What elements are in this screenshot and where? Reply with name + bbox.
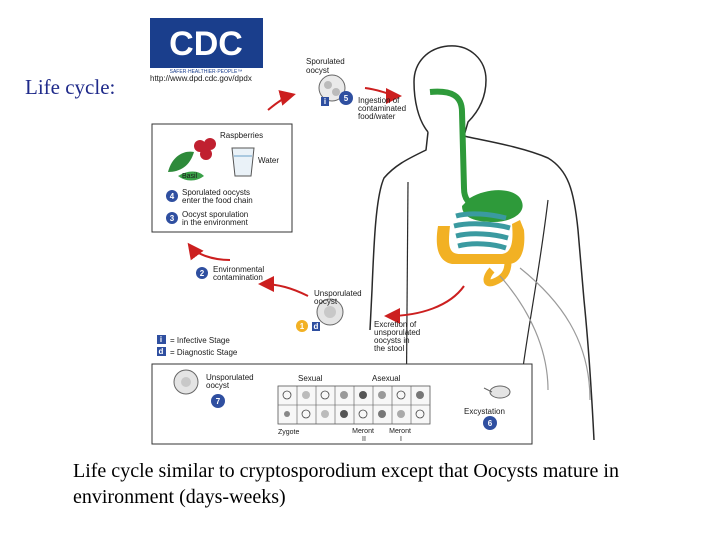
step-6-badge: 6 xyxy=(483,416,497,430)
slide-caption: Life cycle similar to cryptosporodium ex… xyxy=(73,460,619,508)
logo-text: CDC xyxy=(169,25,243,63)
step-2-badge: 2 xyxy=(196,267,208,279)
step-5-badge: i 5 xyxy=(321,91,353,106)
step-1-badge: 1 d xyxy=(296,320,320,332)
svg-text:2: 2 xyxy=(200,269,205,278)
step-3-badge: 3 xyxy=(166,212,178,224)
raspberries-label: Raspberries xyxy=(220,131,263,140)
step-4-badge: 4 xyxy=(166,190,178,202)
ingestion-label: Ingestion of contaminated food/water xyxy=(358,96,408,121)
asexual-label: Asexual xyxy=(372,374,401,383)
logo-url: http://www.dpd.cdc.gov/dpdx xyxy=(150,74,252,83)
basil-label: Basil xyxy=(182,173,198,180)
excretion-label: Excretion of unsporulated oocysts in the… xyxy=(374,320,423,353)
zygote-label: Zygote xyxy=(278,429,300,436)
basil-icon xyxy=(168,151,204,181)
env-contamination-label: Environmental contamination xyxy=(213,265,266,282)
svg-text:6: 6 xyxy=(488,419,493,428)
slide-title: Life cycle: xyxy=(25,75,116,99)
svg-text:= Diagnostic Stage: = Diagnostic Stage xyxy=(170,348,238,357)
excystation-icon xyxy=(483,385,511,399)
human-body-outline xyxy=(369,45,595,441)
logo-tagline: SAFER·HEALTHIER·PEOPLE™ xyxy=(170,69,243,75)
enter-food-chain-label: Sporulated oocysts enter the food chain xyxy=(182,188,253,205)
sporulated-oocyst-icon xyxy=(318,74,346,102)
unsporulated-oocyst-7-icon xyxy=(173,369,199,395)
cdc-logo: CDC SAFER·HEALTHIER·PEOPLE™ http://www.d… xyxy=(150,18,263,83)
unsporulated-oocyst-label: Unsporulated oocyst xyxy=(314,289,364,306)
svg-text:1: 1 xyxy=(300,322,305,331)
unsporulated-oocyst-7-label: Unsporulated oocyst xyxy=(206,373,256,390)
digestive-tract xyxy=(429,88,525,287)
step-7-badge: 7 xyxy=(211,394,225,408)
excystation-label: Excystation xyxy=(464,407,505,416)
meront2-label: Meront II xyxy=(352,428,376,443)
svg-text:3: 3 xyxy=(170,214,175,223)
sexual-label: Sexual xyxy=(298,374,323,383)
water-label: Water xyxy=(258,156,279,165)
svg-text:5: 5 xyxy=(344,94,349,103)
svg-text:= Infective Stage: = Infective Stage xyxy=(170,336,230,345)
svg-text:4: 4 xyxy=(170,192,175,201)
meront1-label: Meront I xyxy=(389,428,413,443)
water-glass-icon xyxy=(231,147,255,177)
infective-stage-legend: i = Infective Stage xyxy=(157,335,230,345)
stages-grid xyxy=(277,385,431,425)
svg-text:i: i xyxy=(160,335,162,344)
sporulation-label: Oocyst sporulation in the environment xyxy=(182,210,251,227)
diagnostic-stage-legend: d = Diagnostic Stage xyxy=(157,347,238,357)
svg-text:d: d xyxy=(159,347,164,356)
svg-text:d: d xyxy=(314,322,319,331)
raspberries-icon xyxy=(194,138,216,160)
unsporulated-oocyst-icon xyxy=(316,298,344,326)
small-intestine xyxy=(453,211,511,251)
svg-text:7: 7 xyxy=(216,397,221,406)
sporulated-oocyst-label: Sporulated oocyst xyxy=(306,57,347,75)
svg-text:i: i xyxy=(324,97,326,106)
colon-shape xyxy=(436,220,525,264)
